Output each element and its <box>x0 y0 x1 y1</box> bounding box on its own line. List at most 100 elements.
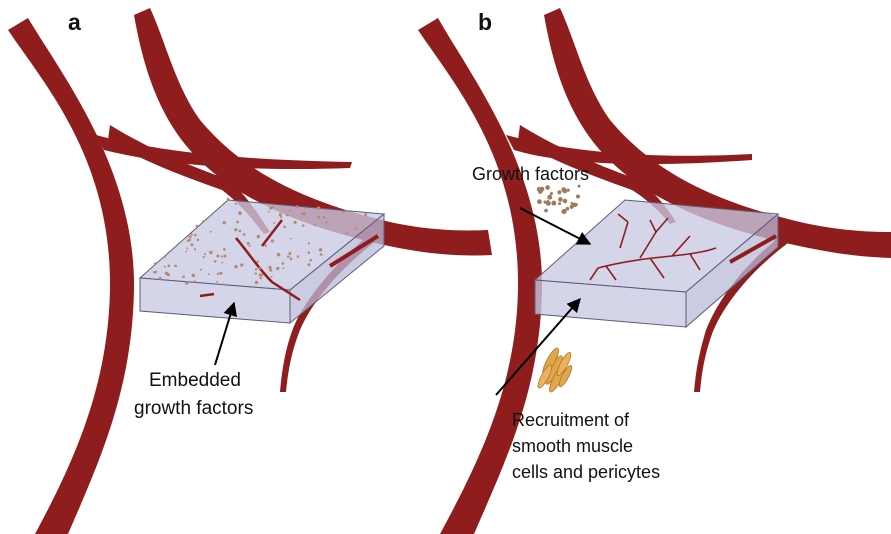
smooth-muscle-cells-icon <box>533 345 579 398</box>
growth-factor-dot <box>192 274 196 278</box>
growth-factor-dot <box>563 199 568 204</box>
growth-factor-dot <box>164 256 166 258</box>
growth-factors-label: Growth factors <box>472 164 589 184</box>
panel-b: b Growth factors Recruitment of smooth m… <box>418 8 891 534</box>
growth-factor-dot <box>223 221 226 224</box>
panel-a: a Embedded growth factors <box>8 8 492 534</box>
growth-factor-dot <box>283 267 285 269</box>
growth-factor-dot <box>268 266 271 269</box>
growth-factor-dot <box>342 211 344 213</box>
growth-factor-dot <box>561 209 566 214</box>
growth-factor-dot <box>294 221 297 224</box>
growth-factor-dot <box>290 238 292 240</box>
growth-factor-dot <box>165 272 168 275</box>
growth-factor-dot <box>319 248 323 252</box>
embedded-label-line1: Embedded <box>149 370 241 391</box>
growth-factor-dot <box>182 275 185 278</box>
growth-factor-dot <box>301 212 304 215</box>
growth-factor-dot <box>235 203 237 205</box>
growth-factor-dot <box>187 239 190 242</box>
growth-factor-dot <box>209 251 213 255</box>
growth-factor-dot <box>217 272 220 275</box>
growth-factor-dot <box>238 211 242 215</box>
growth-factor-dot <box>197 239 200 242</box>
main-vessel-left <box>8 18 134 534</box>
growth-factor-dot <box>227 198 230 201</box>
growth-factor-dot <box>355 227 358 230</box>
growth-factor-dot <box>323 216 326 219</box>
growth-factor-dot <box>154 262 157 265</box>
growth-factor-dot <box>551 201 556 206</box>
growth-factor-dot <box>570 205 574 209</box>
growth-factor-dot <box>191 243 194 246</box>
growth-factor-dot <box>239 230 242 233</box>
growth-factor-dot <box>223 248 226 251</box>
growth-factor-dot <box>276 267 279 270</box>
growth-factor-dot <box>550 192 553 195</box>
growth-factor-dot <box>234 228 237 231</box>
growth-factor-dot <box>576 195 580 199</box>
growth-factor-dot <box>271 276 273 278</box>
growth-factor-dot <box>364 213 367 216</box>
growth-factor-dot <box>309 259 312 262</box>
growth-factor-dot <box>273 222 275 224</box>
scaffold-a <box>140 200 384 323</box>
recruitment-label-line2: smooth muscle <box>512 436 633 456</box>
growth-factor-dot <box>191 233 193 235</box>
growth-factor-dot <box>302 224 305 227</box>
main-vessel-left-b <box>418 18 542 534</box>
growth-factor-dot <box>214 260 217 263</box>
growth-factor-dot <box>281 262 284 265</box>
growth-factor-dot <box>279 213 282 216</box>
growth-factor-dot <box>283 226 286 229</box>
growth-factor-dot <box>243 233 246 236</box>
embedded-label-line2: growth factors <box>134 398 253 419</box>
growth-factor-dot <box>194 248 196 250</box>
growth-factor-dot <box>320 253 323 256</box>
growth-factor-dot <box>287 255 290 258</box>
growth-factor-dot <box>543 201 546 204</box>
growth-factor-dot <box>308 242 310 244</box>
growth-factor-dot <box>155 271 157 273</box>
growth-factor-dot <box>539 189 543 193</box>
growth-factor-dot <box>324 208 326 210</box>
growth-factor-dot <box>264 244 267 247</box>
growth-factor-dot <box>290 257 293 260</box>
growth-factor-dot <box>203 256 205 258</box>
growth-factor-dot <box>208 273 210 275</box>
growth-factor-dot <box>236 221 239 224</box>
growth-factor-dot <box>537 199 542 204</box>
growth-factor-dot <box>186 248 188 250</box>
growth-factor-dot <box>167 265 170 268</box>
growth-factor-dot <box>289 210 291 212</box>
growth-factor-dot <box>547 200 550 203</box>
growth-factor-dot <box>288 252 291 255</box>
growth-factor-dot <box>314 224 316 226</box>
growth-factor-dot <box>196 225 198 227</box>
panel-a-letter: a <box>68 9 81 35</box>
growth-factor-dot <box>223 255 226 258</box>
growth-factor-dot <box>219 272 222 275</box>
growth-factor-dot <box>210 231 212 233</box>
growth-factor-dot <box>547 195 552 200</box>
growth-factor-dot <box>345 210 347 212</box>
growth-factor-dot <box>254 272 256 274</box>
growth-factor-dot <box>164 266 166 268</box>
growth-factor-dot <box>221 255 223 257</box>
growth-factor-dot <box>221 262 223 264</box>
growth-factor-dot <box>268 211 270 213</box>
growth-factor-dot <box>567 189 570 192</box>
growth-factor-dot <box>240 263 243 266</box>
growth-factor-dot <box>346 232 348 234</box>
growth-factor-dot <box>223 283 225 285</box>
recruitment-label-line3: cells and pericytes <box>512 462 660 482</box>
growth-factor-dot <box>194 281 196 283</box>
growth-factor-dot <box>185 250 187 252</box>
growth-factor-dot <box>260 277 262 279</box>
growth-factor-dot <box>259 267 262 270</box>
growth-factor-dot <box>202 220 204 222</box>
growth-factor-dot <box>317 206 321 210</box>
free-growth-factor-cluster <box>537 185 581 214</box>
